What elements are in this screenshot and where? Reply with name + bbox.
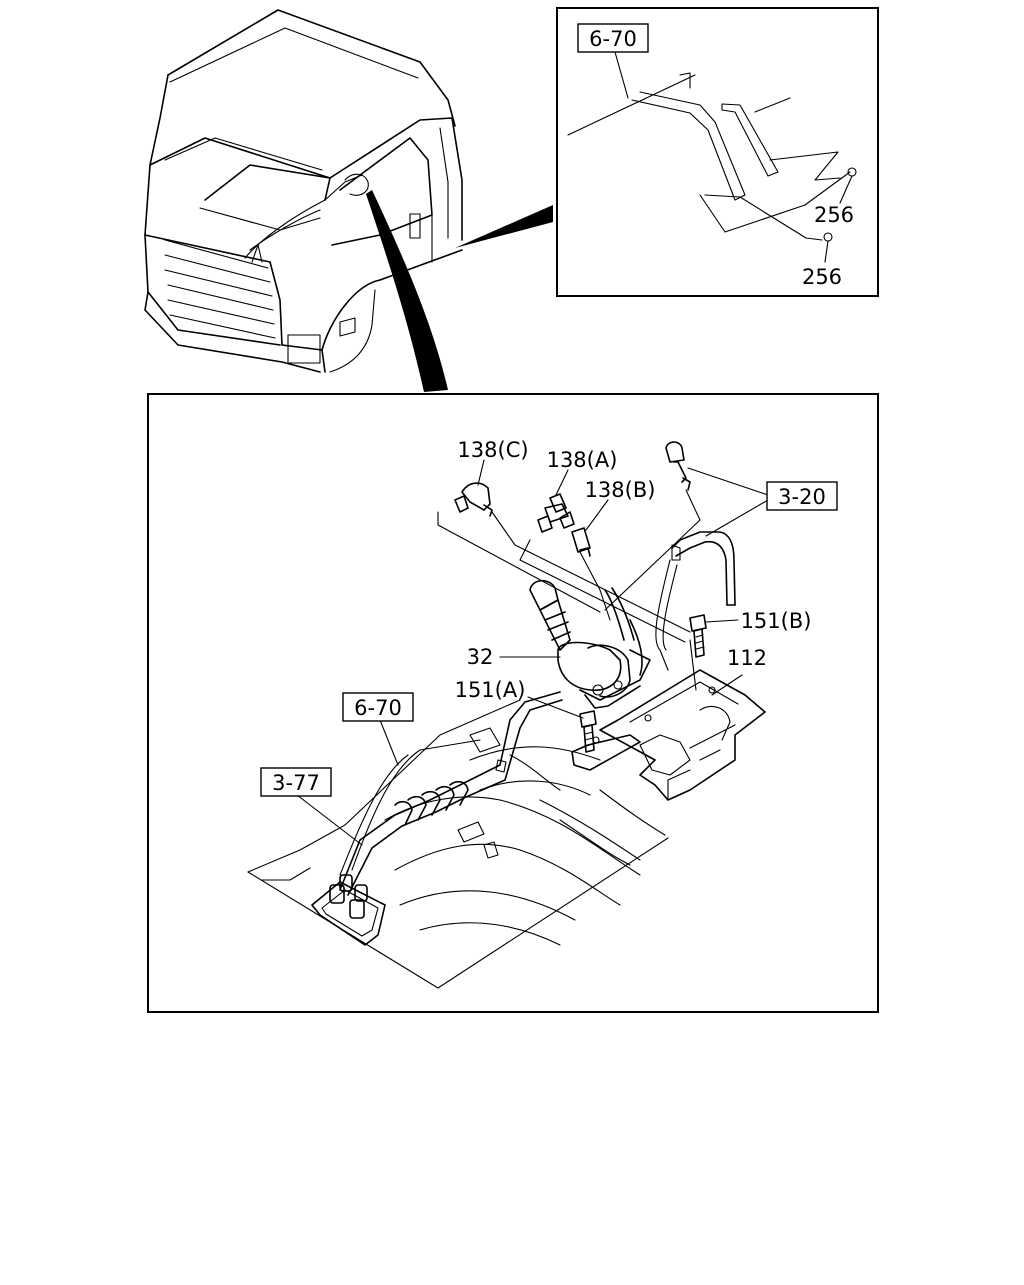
inset-frame bbox=[556, 7, 879, 297]
label-pipe-ref: 3-20 bbox=[778, 485, 826, 509]
leader-320-lower bbox=[705, 499, 769, 537]
label-floor-ref: 3-77 bbox=[272, 771, 320, 795]
leader-138a bbox=[555, 469, 569, 496]
main-detail: 138(C) 138(A) 138(B) 3-20 151(B) 32 112 … bbox=[247, 438, 838, 989]
leader-138c bbox=[477, 459, 485, 486]
leader-256-upper bbox=[839, 175, 853, 204]
leader-138b bbox=[585, 499, 609, 531]
ref-box-harness bbox=[342, 692, 414, 722]
leader-320-upper bbox=[687, 467, 769, 496]
label-112: 112 bbox=[727, 646, 767, 670]
ref-box-320 bbox=[766, 481, 838, 511]
leader-151b bbox=[705, 619, 739, 623]
label-138a: 138(A) bbox=[547, 448, 618, 472]
ref-box-floor bbox=[260, 767, 332, 797]
label-harness-ref: 6-70 bbox=[354, 696, 402, 720]
leader-inset-ref bbox=[614, 51, 629, 99]
leader-112 bbox=[711, 674, 743, 696]
truck-cab-illustration bbox=[144, 9, 553, 392]
label-138b: 138(B) bbox=[585, 478, 656, 502]
clip-ring-lower bbox=[823, 232, 833, 242]
leader-151a bbox=[527, 696, 584, 719]
main-frame bbox=[147, 393, 879, 1013]
label-inset-clip-upper: 256 bbox=[814, 203, 854, 227]
label-151a: 151(A) bbox=[455, 678, 526, 702]
leader-256-lower bbox=[824, 240, 829, 263]
label-32: 32 bbox=[467, 645, 494, 669]
label-inset-clip-lower: 256 bbox=[802, 265, 842, 289]
label-138c: 138(C) bbox=[457, 438, 528, 462]
leader-floor bbox=[296, 794, 363, 846]
label-inset-ref: 6-70 bbox=[589, 27, 637, 51]
inset-detail: 6-70 256 256 bbox=[567, 23, 857, 289]
leader-harness bbox=[379, 719, 399, 766]
ref-box-inset bbox=[577, 23, 649, 53]
label-151b: 151(B) bbox=[741, 609, 812, 633]
